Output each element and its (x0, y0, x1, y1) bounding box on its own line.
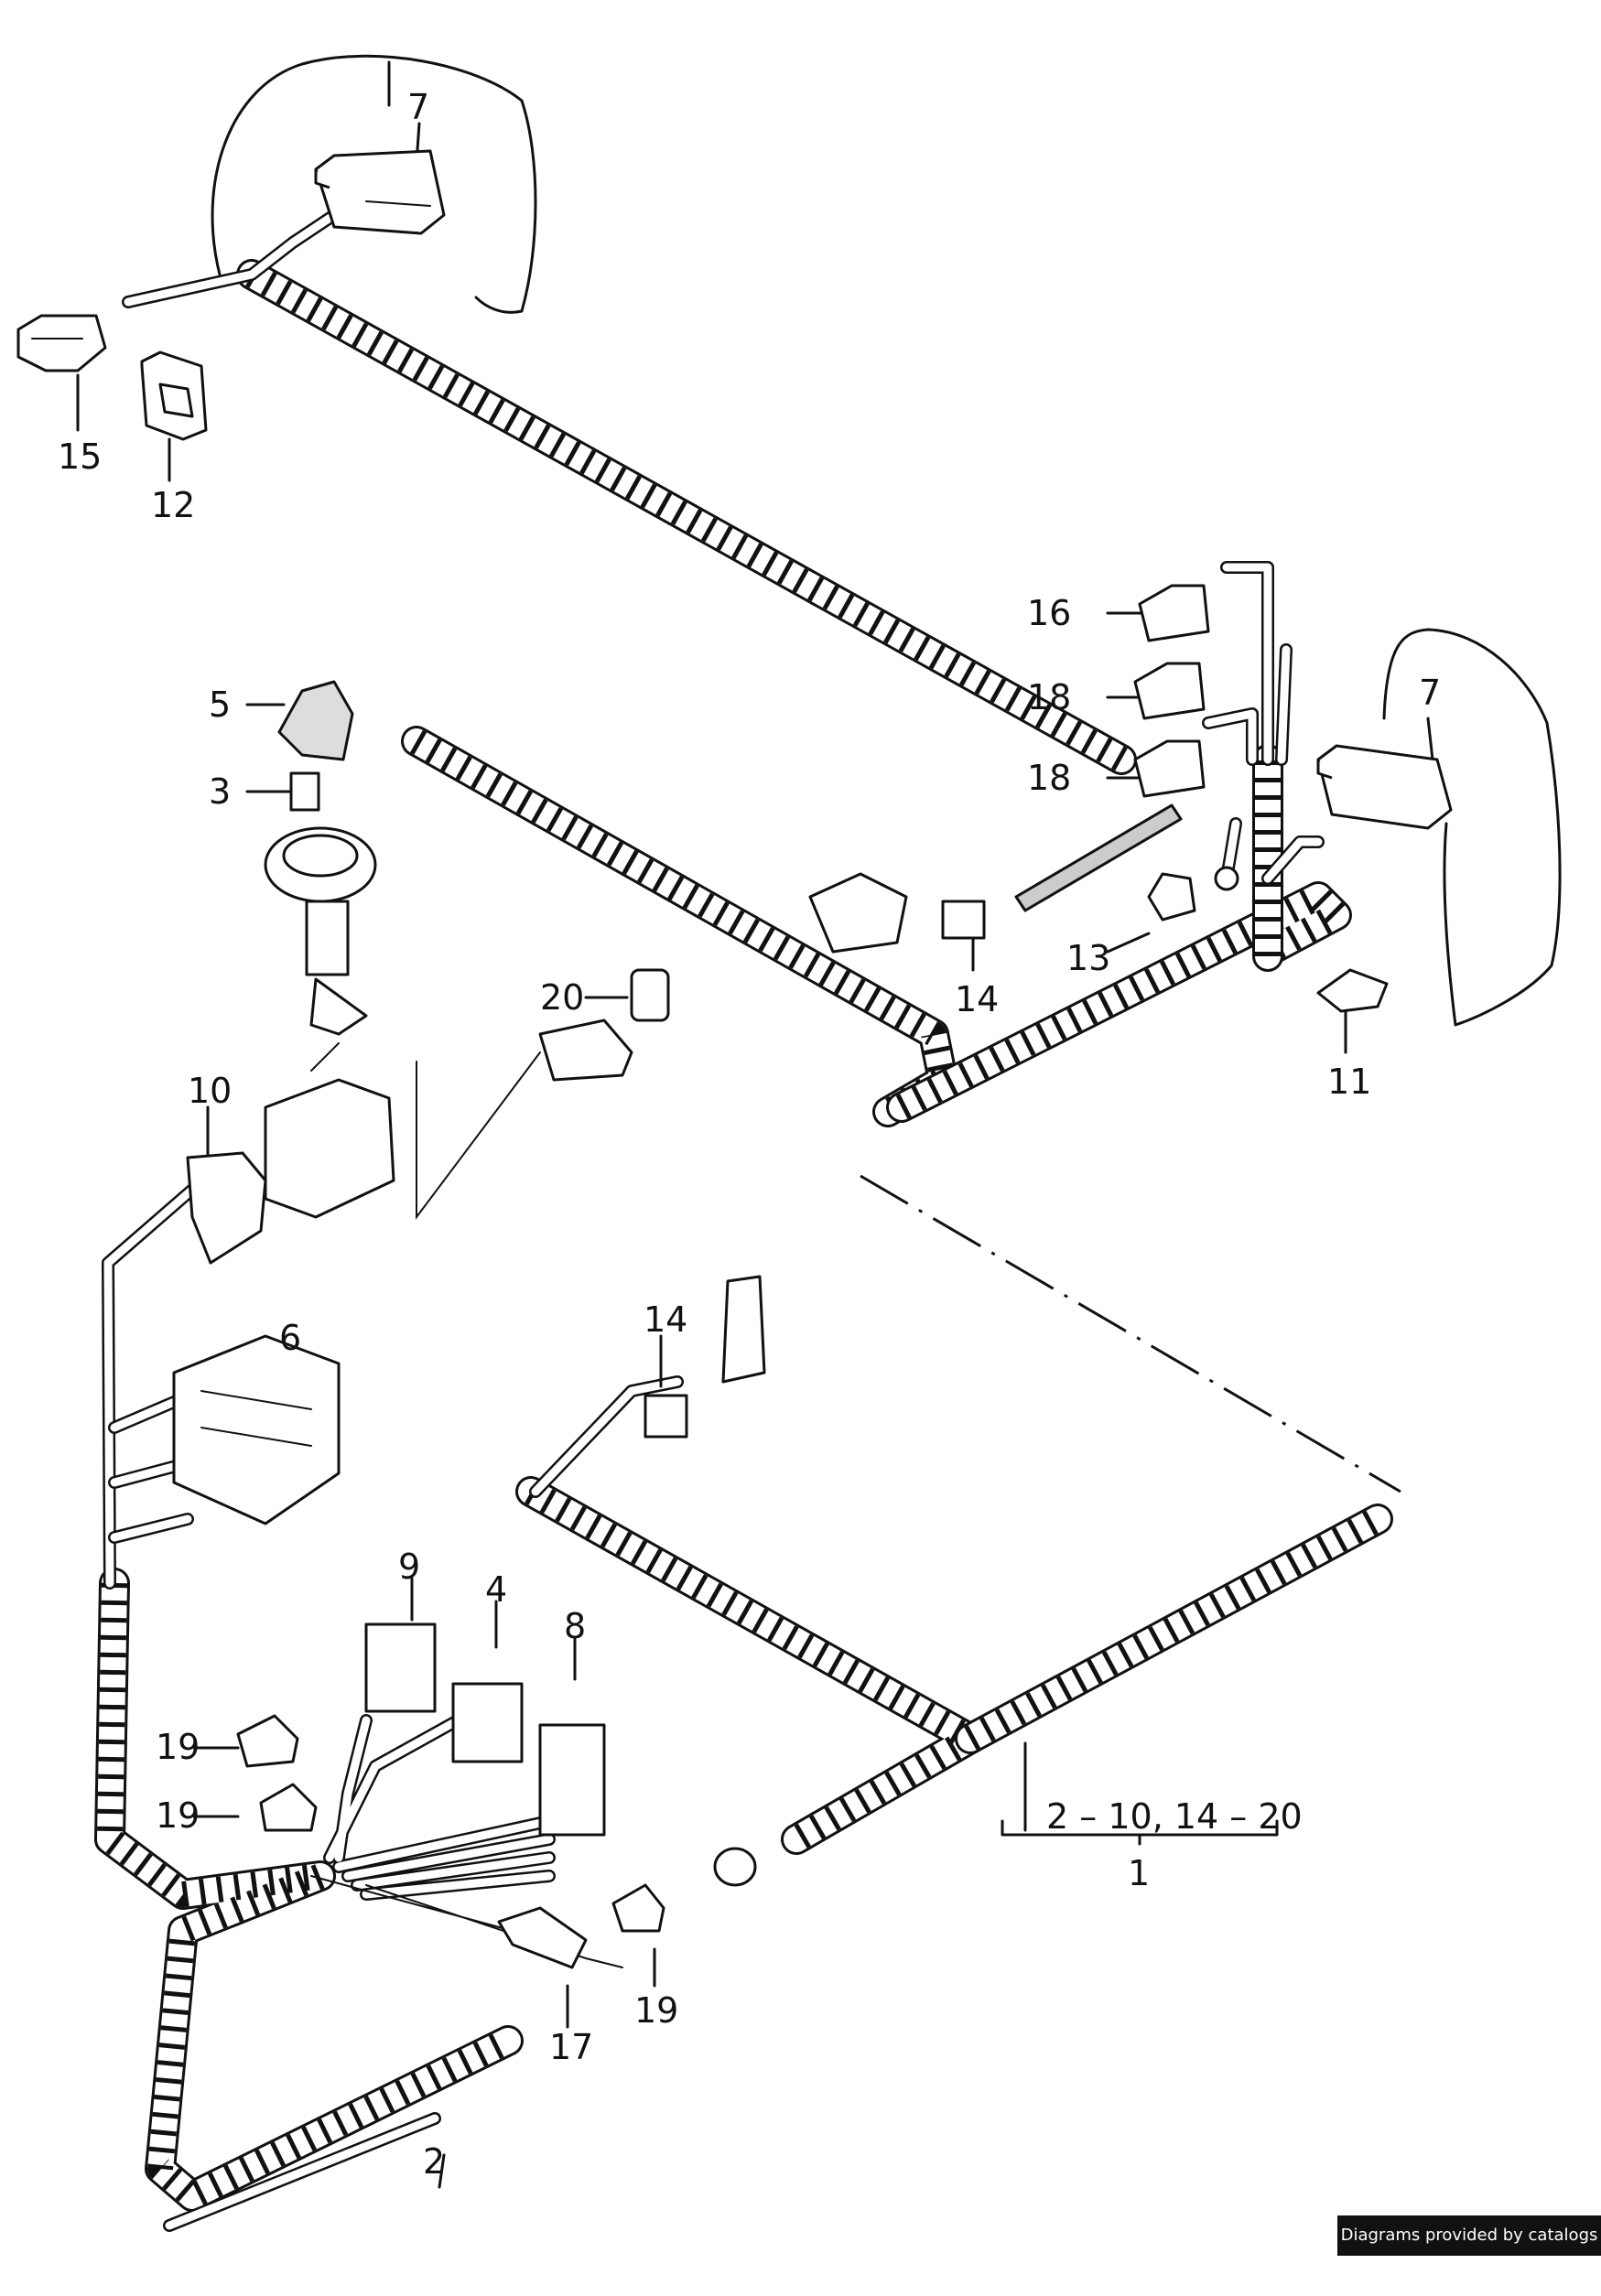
callout-range: 2 – 10, 14 – 20 (1046, 1796, 1303, 1837)
clip-19-b (259, 1783, 318, 1832)
connector-5 (277, 680, 354, 761)
main-harness (94, 259, 1393, 2212)
relay-9 (364, 1622, 437, 1713)
connector-20 (630, 968, 670, 1022)
callout-13: 13 (1066, 938, 1110, 978)
right-seat-outline (1382, 628, 1562, 1027)
callout-14-upper: 14 (955, 979, 999, 1019)
connector-18-lower (1133, 739, 1206, 798)
callout-7-left: 7 (407, 87, 429, 127)
seat-connector-7-left (314, 149, 446, 235)
callout-19-b: 19 (156, 1795, 200, 1836)
callout-12: 12 (151, 485, 195, 525)
switch-assembly (264, 826, 377, 1036)
clip-19-c (611, 1883, 665, 1933)
clip-13 (1147, 872, 1196, 922)
callout-10: 10 (188, 1071, 232, 1111)
clip-11 (1316, 968, 1389, 1013)
callout-16: 16 (1027, 593, 1071, 633)
callout-1: 1 (1128, 1853, 1150, 1893)
relay-block-top (538, 1019, 633, 1082)
connector-16 (1138, 584, 1210, 642)
tube-13-sleeve (1014, 803, 1183, 912)
connector-15 (16, 314, 107, 372)
seat-connector-7-right (1316, 744, 1453, 830)
callout-18-upper: 18 (1027, 677, 1071, 717)
connector-14-upper (941, 900, 986, 940)
lamp-bulb (713, 1847, 757, 1887)
callout-18-lower: 18 (1027, 758, 1071, 798)
bracket-large (808, 872, 908, 954)
clip-19-a (236, 1714, 299, 1768)
callout-2: 2 (423, 2141, 445, 2182)
callout-4: 4 (485, 1569, 507, 1610)
callout-3: 3 (209, 771, 231, 812)
plain-wires (102, 209, 1325, 2232)
relay-4 (451, 1682, 524, 1763)
callout-14-lower: 14 (644, 1299, 687, 1340)
connector-17 (497, 1906, 588, 1969)
callout-19-a: 19 (156, 1727, 200, 1767)
callout-labels: 1 2 3 4 5 6 7 7 8 9 10 11 12 13 14 14 15… (58, 87, 1441, 2182)
callout-11: 11 (1327, 1062, 1371, 1102)
callout-20: 20 (540, 977, 584, 1018)
fuse-box-6 (172, 1334, 341, 1525)
callout-7-right: 7 (1419, 673, 1441, 713)
connector-18-upper (1133, 662, 1206, 720)
connector-14-lower (644, 1394, 688, 1439)
callout-8: 8 (564, 1606, 586, 1646)
callout-15: 15 (58, 437, 102, 477)
callout-17: 17 (549, 2027, 593, 2067)
callout-5: 5 (209, 684, 231, 725)
switch-housing (264, 1078, 395, 1219)
bulb-holder (721, 1275, 766, 1384)
relay-10 (186, 1151, 267, 1265)
watermark: Diagrams provided by catalogs parts (1337, 2215, 1601, 2285)
break-line (860, 1174, 1401, 1493)
plug-3 (289, 771, 320, 812)
ring-terminal (1214, 866, 1239, 891)
callout-6: 6 (279, 1318, 301, 1358)
callout-19-c: 19 (634, 1990, 678, 2031)
clip-12 (140, 350, 208, 441)
left-seat-outline (211, 54, 537, 314)
relay-8 (538, 1723, 606, 1837)
callout-9: 9 (398, 1547, 420, 1587)
